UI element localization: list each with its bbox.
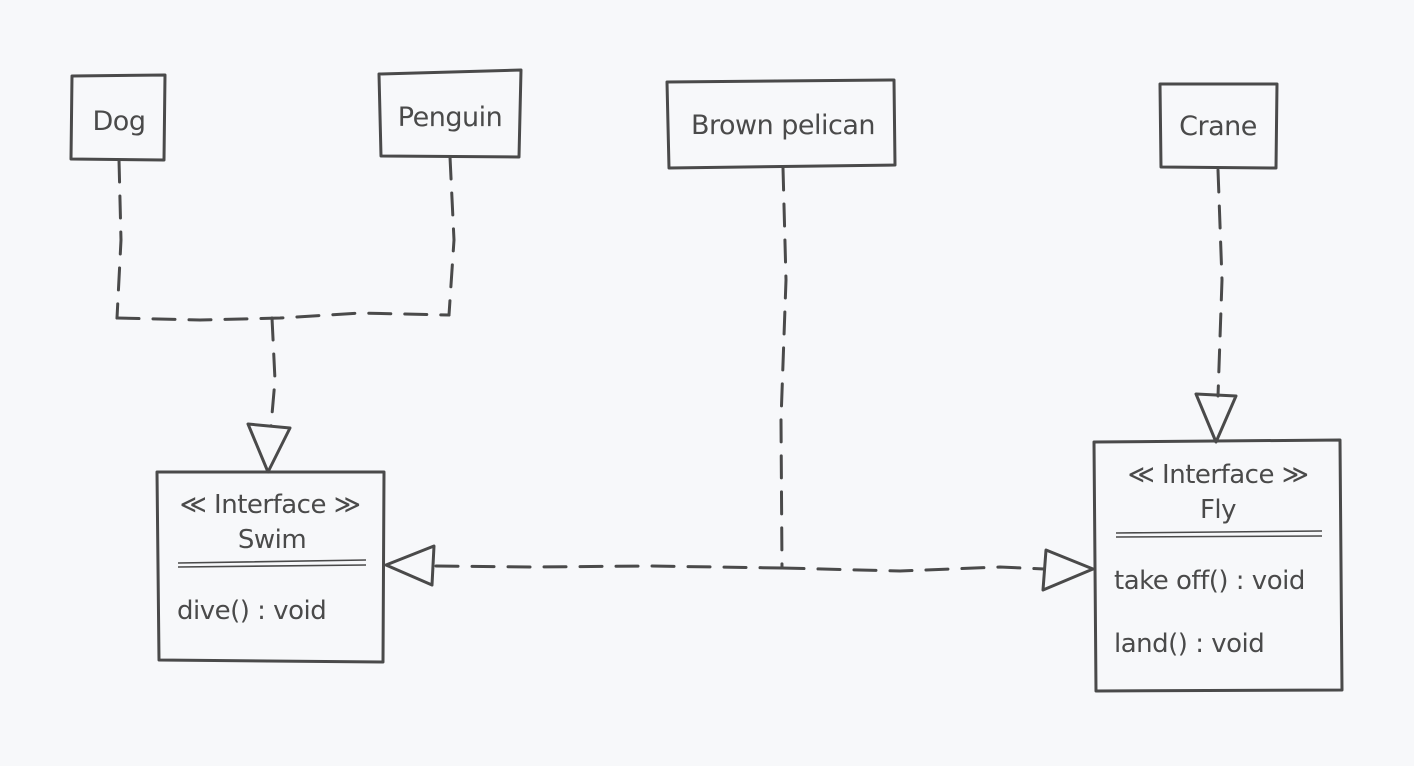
class-brown-pelican-name: Brown pelican [691, 110, 875, 141]
class-crane: Crane [1158, 82, 1279, 170]
class-dog-box [69, 73, 167, 162]
connector-swim-bus [115, 311, 451, 322]
connector-crane-line [1216, 168, 1224, 398]
connector-pelican-to-fly [780, 565, 1046, 573]
interface-fly-method-1: take off() : void [1114, 566, 1305, 596]
connector-penguin-line [447, 155, 456, 317]
class-penguin-name: Penguin [398, 102, 502, 133]
interface-fly-divider [1115, 530, 1323, 538]
class-crane-name: Crane [1179, 111, 1257, 142]
interface-fly-method-2: land() : void [1114, 629, 1264, 659]
realization-arrow-swim [246, 422, 292, 474]
interface-swim-divider [177, 559, 367, 568]
interface-swim-box [155, 470, 386, 664]
realization-arrow-fly [1194, 392, 1238, 444]
class-penguin-box [377, 68, 523, 159]
realization-arrow-swim-side [384, 544, 436, 587]
connector-pelican-to-interfaces [384, 166, 1095, 592]
class-brown-pelican-box [665, 78, 897, 170]
connector-dog-line [115, 158, 123, 320]
connector-pelican-line [779, 166, 788, 570]
interface-swim-method-1: dive() : void [177, 596, 326, 626]
connector-dog-penguin-to-swim [115, 155, 456, 474]
interface-fly-name: Fly [1200, 495, 1236, 525]
class-dog-name: Dog [93, 106, 146, 137]
connector-pelican-to-swim [432, 564, 784, 570]
interface-swim: ≪ Interface ≫ Swim dive() : void [155, 470, 386, 664]
interface-fly: ≪ Interface ≫ Fly take off() : void land… [1092, 438, 1344, 693]
interface-fly-box [1092, 438, 1344, 693]
class-brown-pelican: Brown pelican [665, 78, 897, 170]
connector-crane-to-fly [1194, 168, 1238, 444]
class-crane-box [1158, 82, 1279, 170]
interface-swim-stereotype: ≪ Interface ≫ [180, 490, 361, 520]
interface-swim-name: Swim [238, 525, 306, 555]
connector-swim-stem [269, 316, 277, 428]
class-dog: Dog [69, 73, 167, 162]
realization-arrow-fly-side [1041, 548, 1095, 592]
class-penguin: Penguin [377, 68, 523, 159]
interface-fly-stereotype: ≪ Interface ≫ [1128, 460, 1309, 490]
